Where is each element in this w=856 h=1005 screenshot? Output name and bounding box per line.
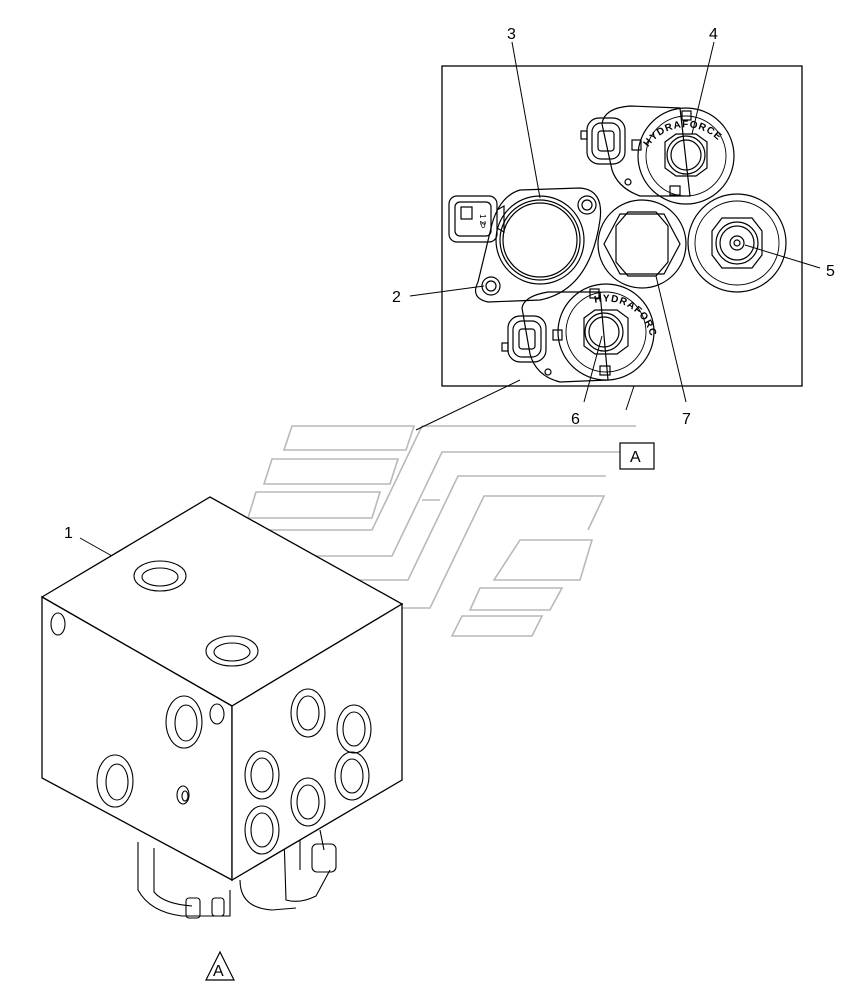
view-marker-label: A xyxy=(630,449,641,466)
check-valve-5 xyxy=(687,193,787,293)
hydraforce-valve-4 xyxy=(580,105,735,205)
hex-plug-7 xyxy=(597,199,687,289)
view-direction-arrow: A xyxy=(205,950,235,981)
callouts xyxy=(79,41,821,557)
hydraforce-valve-6 xyxy=(501,283,655,383)
detail-view-box: 1 2 0 HYDRAFORCE xyxy=(0,0,803,387)
connector-pin-label-b: 0 xyxy=(481,221,486,230)
block-right-face xyxy=(231,602,403,882)
callout-5: 5 xyxy=(826,263,835,280)
detail-leader-lines xyxy=(415,379,635,431)
callout-6: 6 xyxy=(571,411,580,428)
callout-2: 2 xyxy=(392,289,401,306)
callout-4: 4 xyxy=(709,26,718,43)
left-face-ports xyxy=(96,695,225,808)
callout-3: 3 xyxy=(507,26,516,43)
callout-1: 1 xyxy=(64,525,73,542)
view-arrow-label: A xyxy=(213,963,224,980)
valve-block xyxy=(40,496,404,919)
top-ports xyxy=(50,560,259,667)
hydraforce-label-6: HYDRAFORCE xyxy=(0,0,658,338)
callout-7: 7 xyxy=(682,411,691,428)
solenoid-valve-3 xyxy=(448,187,602,303)
view-marker-a: A xyxy=(619,442,655,470)
connector-pin-label: 1 2 xyxy=(478,214,487,226)
right-face-ports xyxy=(244,688,372,855)
